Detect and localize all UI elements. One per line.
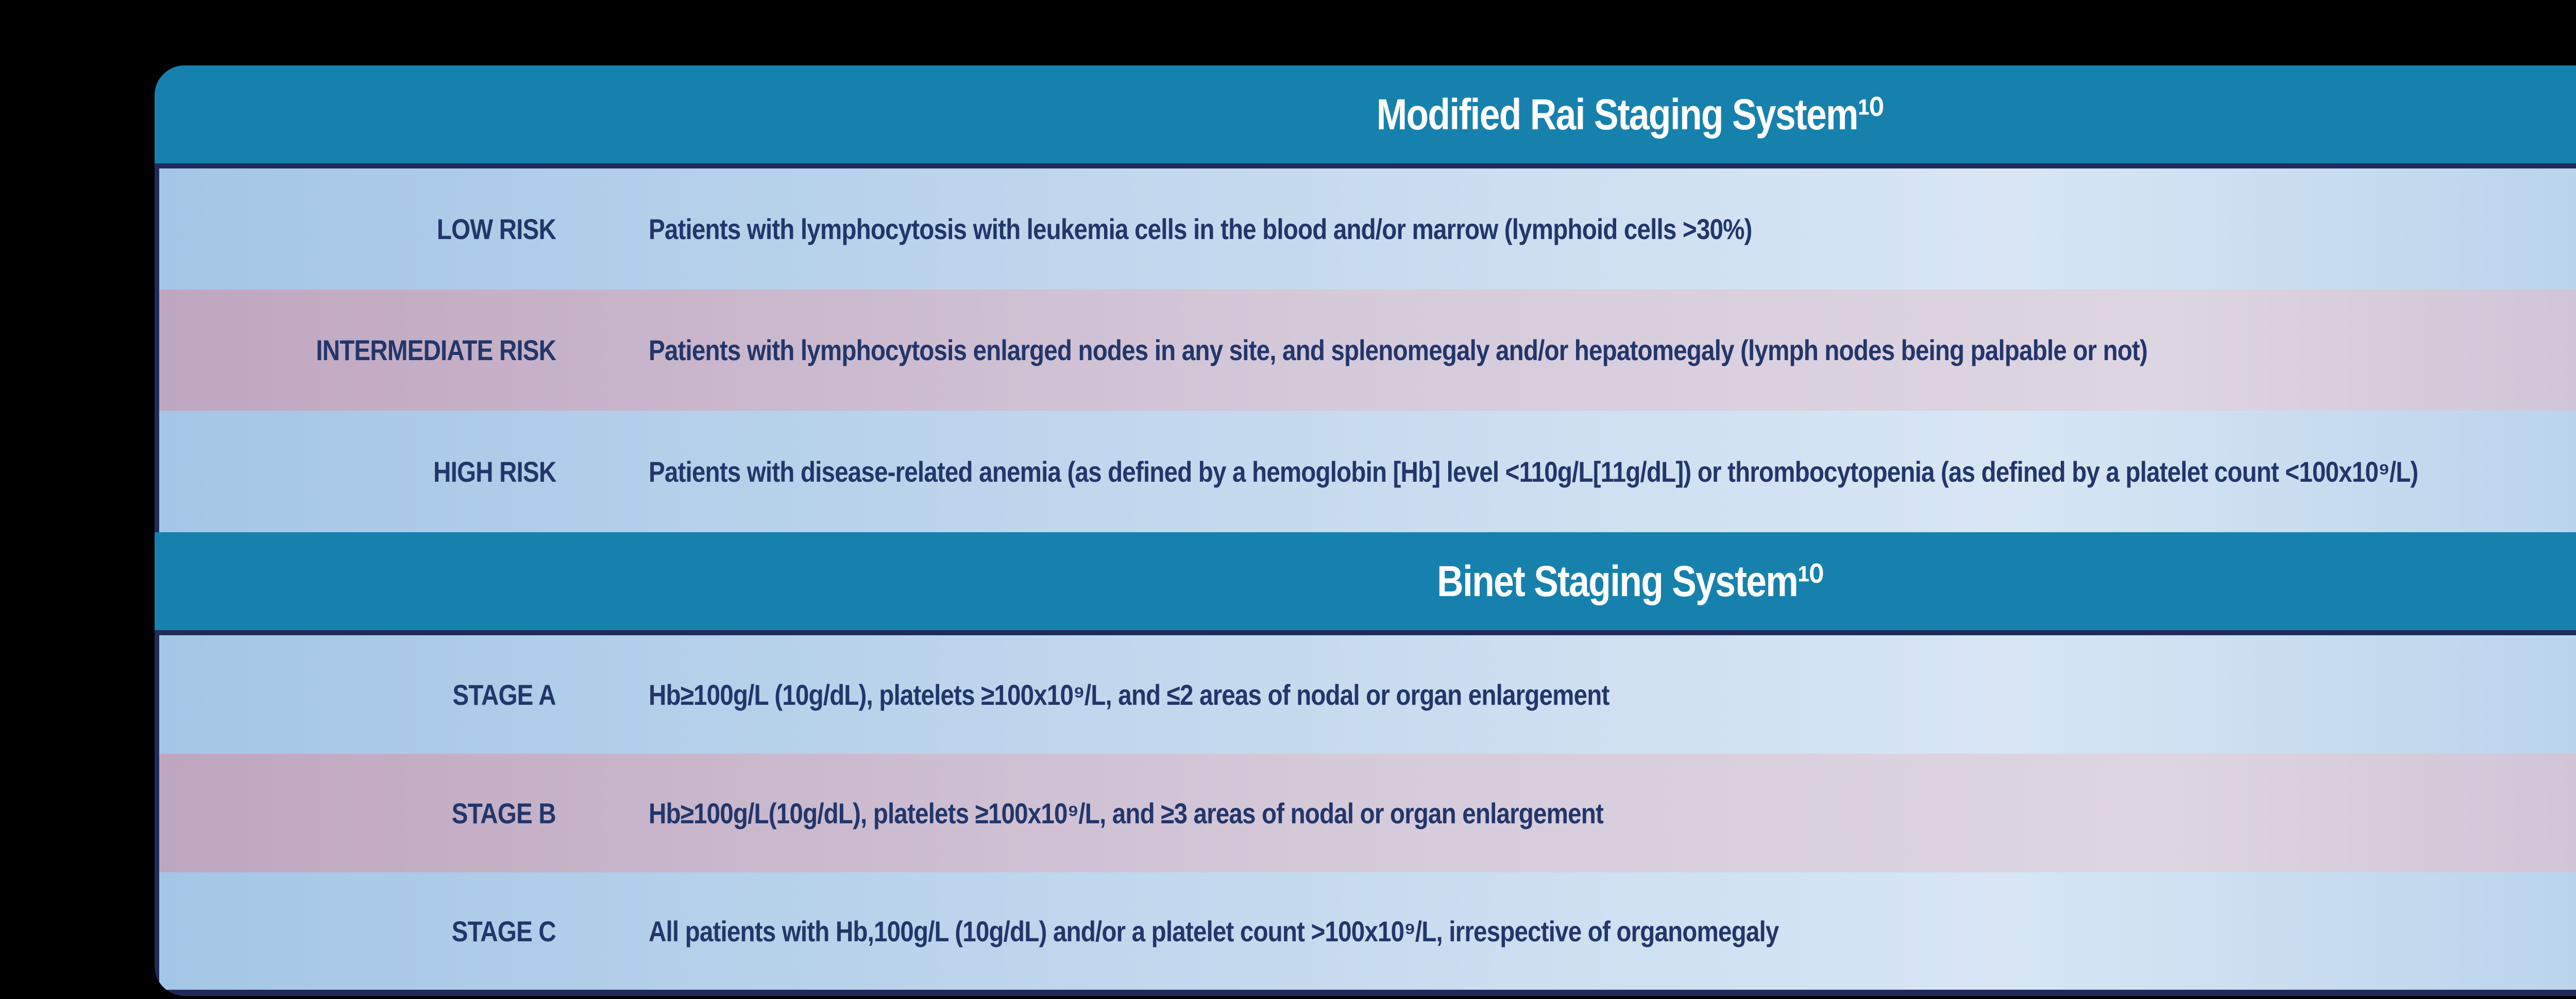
row-description: Hb≥100g/L(10g/dL), platelets ≥100x10⁹/L,… [649,797,1604,829]
table-row-intermediate-risk: INTERMEDIATE RISK Patients with lymphocy… [159,290,2576,411]
table-row-stage-a: STAGE A Hb≥100g/L (10g/dL), platelets ≥1… [159,635,2576,754]
binet-section-title: Binet Staging System¹⁰ [1437,557,1824,605]
rai-section-title: Modified Rai Staging System¹⁰ [1376,90,1884,139]
row-label: LOW RISK [436,213,556,245]
row-label-cell: HIGH RISK [159,455,649,488]
divider [155,163,2576,168]
row-description: Hb≥100g/L (10g/dL), platelets ≥100x10⁹/L… [649,678,1609,711]
rai-section-header: Modified Rai Staging System¹⁰ [155,65,2576,163]
row-label: INTERMEDIATE RISK [316,334,556,366]
row-label: STAGE B [451,797,556,829]
row-description-cell: Hb≥100g/L (10g/dL), platelets ≥100x10⁹/L… [649,678,2576,712]
row-description-cell: Patients with disease-related anemia (as… [649,455,2576,488]
row-label: STAGE A [452,678,556,711]
row-description-cell: Patients with lymphocytosis with leukemi… [649,212,2576,246]
row-description-cell: Patients with lymphocytosis enlarged nod… [649,333,2576,367]
row-description-cell: All patients with Hb,100g/L (10g/dL) and… [649,915,2576,948]
row-description: Patients with lymphocytosis with leukemi… [649,213,1752,245]
row-label-cell: STAGE A [159,678,649,712]
row-description: Patients with lymphocytosis enlarged nod… [649,334,2148,366]
row-label-cell: LOW RISK [159,212,649,246]
row-description: All patients with Hb,100g/L (10g/dL) and… [649,915,1779,947]
row-description-cell: Hb≥100g/L(10g/dL), platelets ≥100x10⁹/L,… [649,797,2576,830]
table-row-stage-b: STAGE B Hb≥100g/L(10g/dL), platelets ≥10… [159,754,2576,872]
divider [155,630,2576,635]
row-label-cell: STAGE B [159,797,649,830]
table-row-low-risk: LOW RISK Patients with lymphocytosis wit… [159,168,2576,290]
row-label-cell: INTERMEDIATE RISK [159,333,649,367]
table-row-high-risk: HIGH RISK Patients with disease-related … [159,411,2576,532]
row-label-cell: STAGE C [159,915,649,948]
row-label: HIGH RISK [433,455,556,488]
row-description: Patients with disease-related anemia (as… [649,455,2418,488]
staging-table: Modified Rai Staging System¹⁰ LOW RISK P… [155,65,2576,996]
table-row-stage-c: STAGE C All patients with Hb,100g/L (10g… [159,872,2576,990]
binet-section-header: Binet Staging System¹⁰ [155,532,2576,630]
row-label: STAGE C [451,915,556,947]
